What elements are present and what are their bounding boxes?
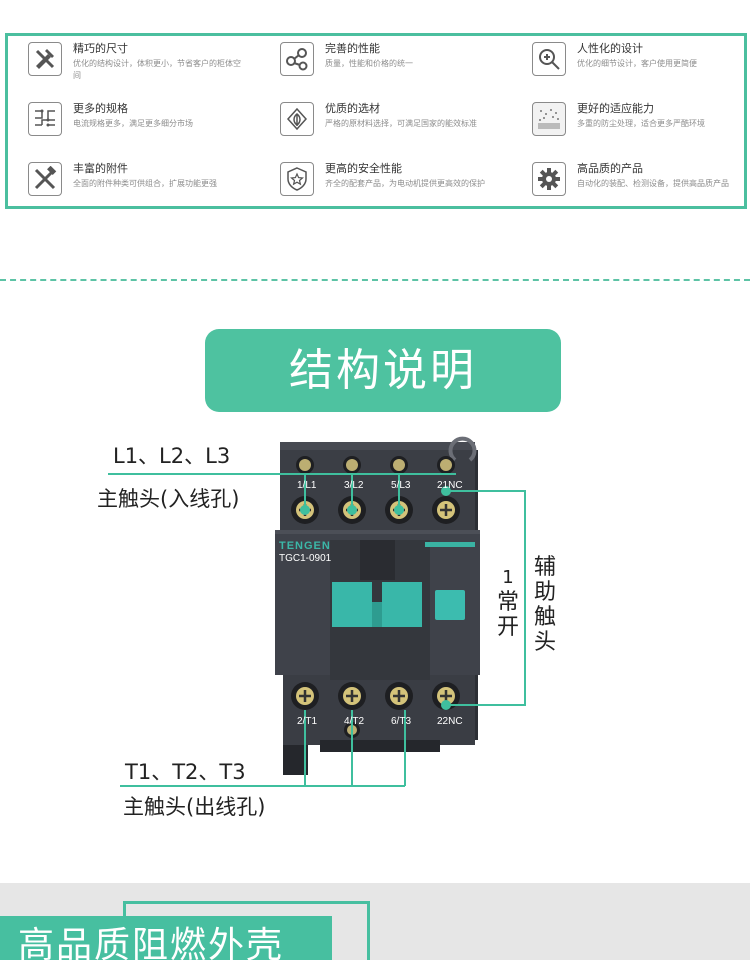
terminal-mark: 22NC [437,716,463,727]
next-section-title: 高品质阻燃外壳 [0,916,332,960]
feature-desc: 质量，性能和价格的统一 [325,59,413,68]
feature-desc: 优化的细节设计，客户使用更简便 [577,59,697,68]
magnifier-plus-icon [532,42,566,76]
feature-item: 完善的性能 质量，性能和价格的统一 [270,38,510,90]
feature-title: 人性化的设计 [577,42,643,55]
aux-type: 常开 [496,590,519,640]
shield-star-icon [280,162,314,196]
feature-item: 丰富的附件 全面的附件种类可供组合，扩展功能更强 [18,158,258,210]
feature-desc: 严格的原材料选择，可满足国家的能效标准 [325,119,477,128]
terminal-mark: 4/T2 [344,716,365,727]
feature-item: 人性化的设计 优化的细节设计，客户使用更简便 [522,38,750,90]
terminal-mark: 5/L3 [391,480,411,491]
feature-item: 优质的选材 严格的原材料选择，可满足国家的能效标准 [270,98,510,150]
terminal-mark: 2/T1 [297,716,318,727]
feature-title: 高品质的产品 [577,162,643,175]
callout-lines [108,473,526,787]
bottom-terminal-screws [291,682,460,738]
dashed-divider [0,279,750,281]
feature-desc: 电流规格更多，满足更多细分市场 [73,119,193,128]
feature-title: 更高的安全性能 [325,162,402,175]
contactor-image [108,436,526,787]
contactor-diagram: 1/L1 3/L2 5/L3 21NC 2/T1 4/T2 6/T3 22NC … [0,420,750,850]
feature-title: 更好的适应能力 [577,102,654,115]
feature-title: 完善的性能 [325,42,380,55]
tools-icon [28,42,62,76]
feature-grid: 精巧的尺寸 优化的结构设计，体积更小，节省客户的柜体空间 完善的性能 质量，性能… [5,33,747,209]
section-title: 结构说明 [205,329,561,412]
brand-logo: TENGEN [279,540,331,552]
leaf-icon [280,102,314,136]
feature-title: 丰富的附件 [73,162,128,175]
terminal-mark: 21NC [437,480,463,491]
output-caption: 主触头(出线孔) [123,795,266,819]
feature-item: 更好的适应能力 多重的防尘处理，适合更多严酷环境 [522,98,750,150]
input-terminals-label: L1、L2、L3 [113,444,231,468]
dust-icon [532,102,566,136]
feature-desc: 齐全的配套产品，为电动机提供更高效的保护 [325,179,485,188]
molecule-icon [280,42,314,76]
feature-desc: 自动化的装配、检测设备，提供高品质产品 [577,179,729,188]
next-section: 高品质阻燃外壳 [0,883,750,960]
terminal-mark: 3/L2 [344,480,364,491]
feature-item: 更高的安全性能 齐全的配套产品，为电动机提供更高效的保护 [270,158,510,210]
gear-icon [532,162,566,196]
terminal-mark: 6/T3 [391,716,412,727]
output-terminals-label: T1、T2、T3 [125,760,246,784]
wrench-hammer-icon [28,162,62,196]
feature-title: 更多的规格 [73,102,128,115]
input-caption: 主触头(入线孔) [97,487,240,511]
feature-item: 高品质的产品 自动化的装配、检测设备，提供高品质产品 [522,158,750,210]
feature-title: 优质的选材 [325,102,380,115]
circuit-icon [28,102,62,136]
aux-count: 1 [502,567,514,588]
feature-item: 更多的规格 电流规格更多，满足更多细分市场 [18,98,258,150]
terminal-mark: 1/L1 [297,480,317,491]
feature-desc: 多重的防尘处理，适合更多严酷环境 [577,119,705,128]
model-number: TGC1-0901 [279,553,332,564]
feature-desc: 优化的结构设计，体积更小，节省客户的柜体空间 [73,59,241,80]
feature-item: 精巧的尺寸 优化的结构设计，体积更小，节省客户的柜体空间 [18,38,258,90]
feature-title: 精巧的尺寸 [73,42,128,55]
callout-dots [300,486,451,710]
aux-label: 辅助触头 [533,555,556,655]
feature-desc: 全面的附件种类可供组合，扩展功能更强 [73,179,217,188]
